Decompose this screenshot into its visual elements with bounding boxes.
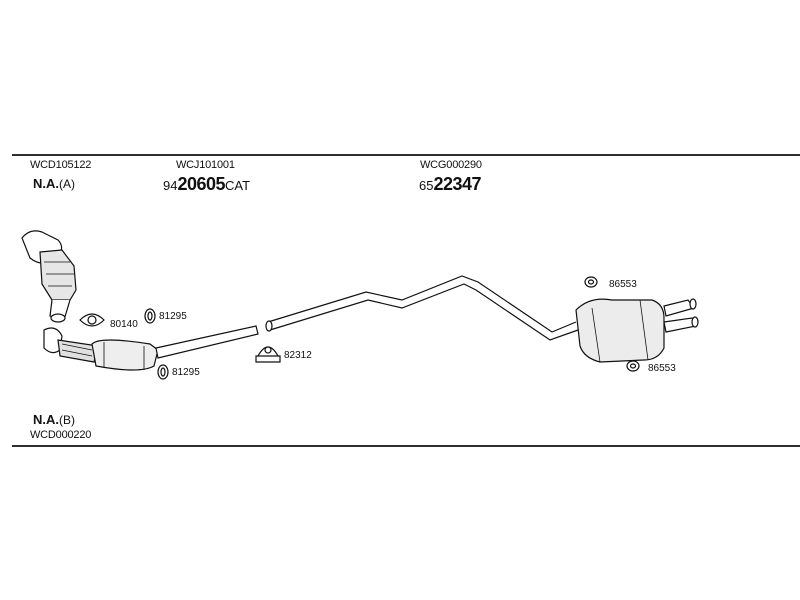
variant-b-main: N.A. xyxy=(33,412,59,427)
variant-b-label: N.A.(B) xyxy=(33,413,75,426)
callout-81295-top: 81295 xyxy=(159,311,187,322)
muffler-part-prefix: 65 xyxy=(419,178,434,193)
hanger-86553-top-part xyxy=(584,276,598,288)
callout-81295-bottom: 81295 xyxy=(172,367,200,378)
callout-82312: 82312 xyxy=(284,350,312,361)
catalyst-part-number: 9420605CAT xyxy=(163,175,250,193)
manifold-catalyst-part xyxy=(21,230,77,323)
variant-a-suffix: (A) xyxy=(59,177,75,191)
catalyst-part-suffix: CAT xyxy=(225,178,251,193)
ring-81295-top-part xyxy=(144,308,156,324)
hanger-86553-bottom-part xyxy=(626,360,640,372)
variant-a-main: N.A. xyxy=(33,176,59,191)
callout-80140: 80140 xyxy=(110,319,138,330)
assembly-code-wcj101001: WCJ101001 xyxy=(176,159,235,171)
clamp-82312-part xyxy=(255,346,281,363)
assembly-code-wcd105122: WCD105122 xyxy=(30,159,92,171)
rear-muffler-part xyxy=(575,298,699,363)
gasket-80140-part xyxy=(79,313,105,327)
assembly-code-wcg000290: WCG000290 xyxy=(420,159,482,171)
callout-86553-top: 86553 xyxy=(609,279,637,290)
catalyst-part-main: 20605 xyxy=(177,174,226,194)
variant-b-suffix: (B) xyxy=(59,413,75,427)
ring-81295-bottom-part xyxy=(157,364,169,380)
middle-pipe-part xyxy=(265,275,579,341)
muffler-part-main: 22347 xyxy=(433,174,482,194)
muffler-part-number: 6522347 xyxy=(419,174,482,194)
catalyst-part-prefix: 94 xyxy=(163,178,178,193)
assembly-code-wcd000220: WCD000220 xyxy=(30,429,92,441)
callout-86553-bottom: 86553 xyxy=(648,363,676,374)
front-pipe-catalyst-part xyxy=(43,325,259,371)
variant-a-label: N.A.(A) xyxy=(33,177,75,190)
